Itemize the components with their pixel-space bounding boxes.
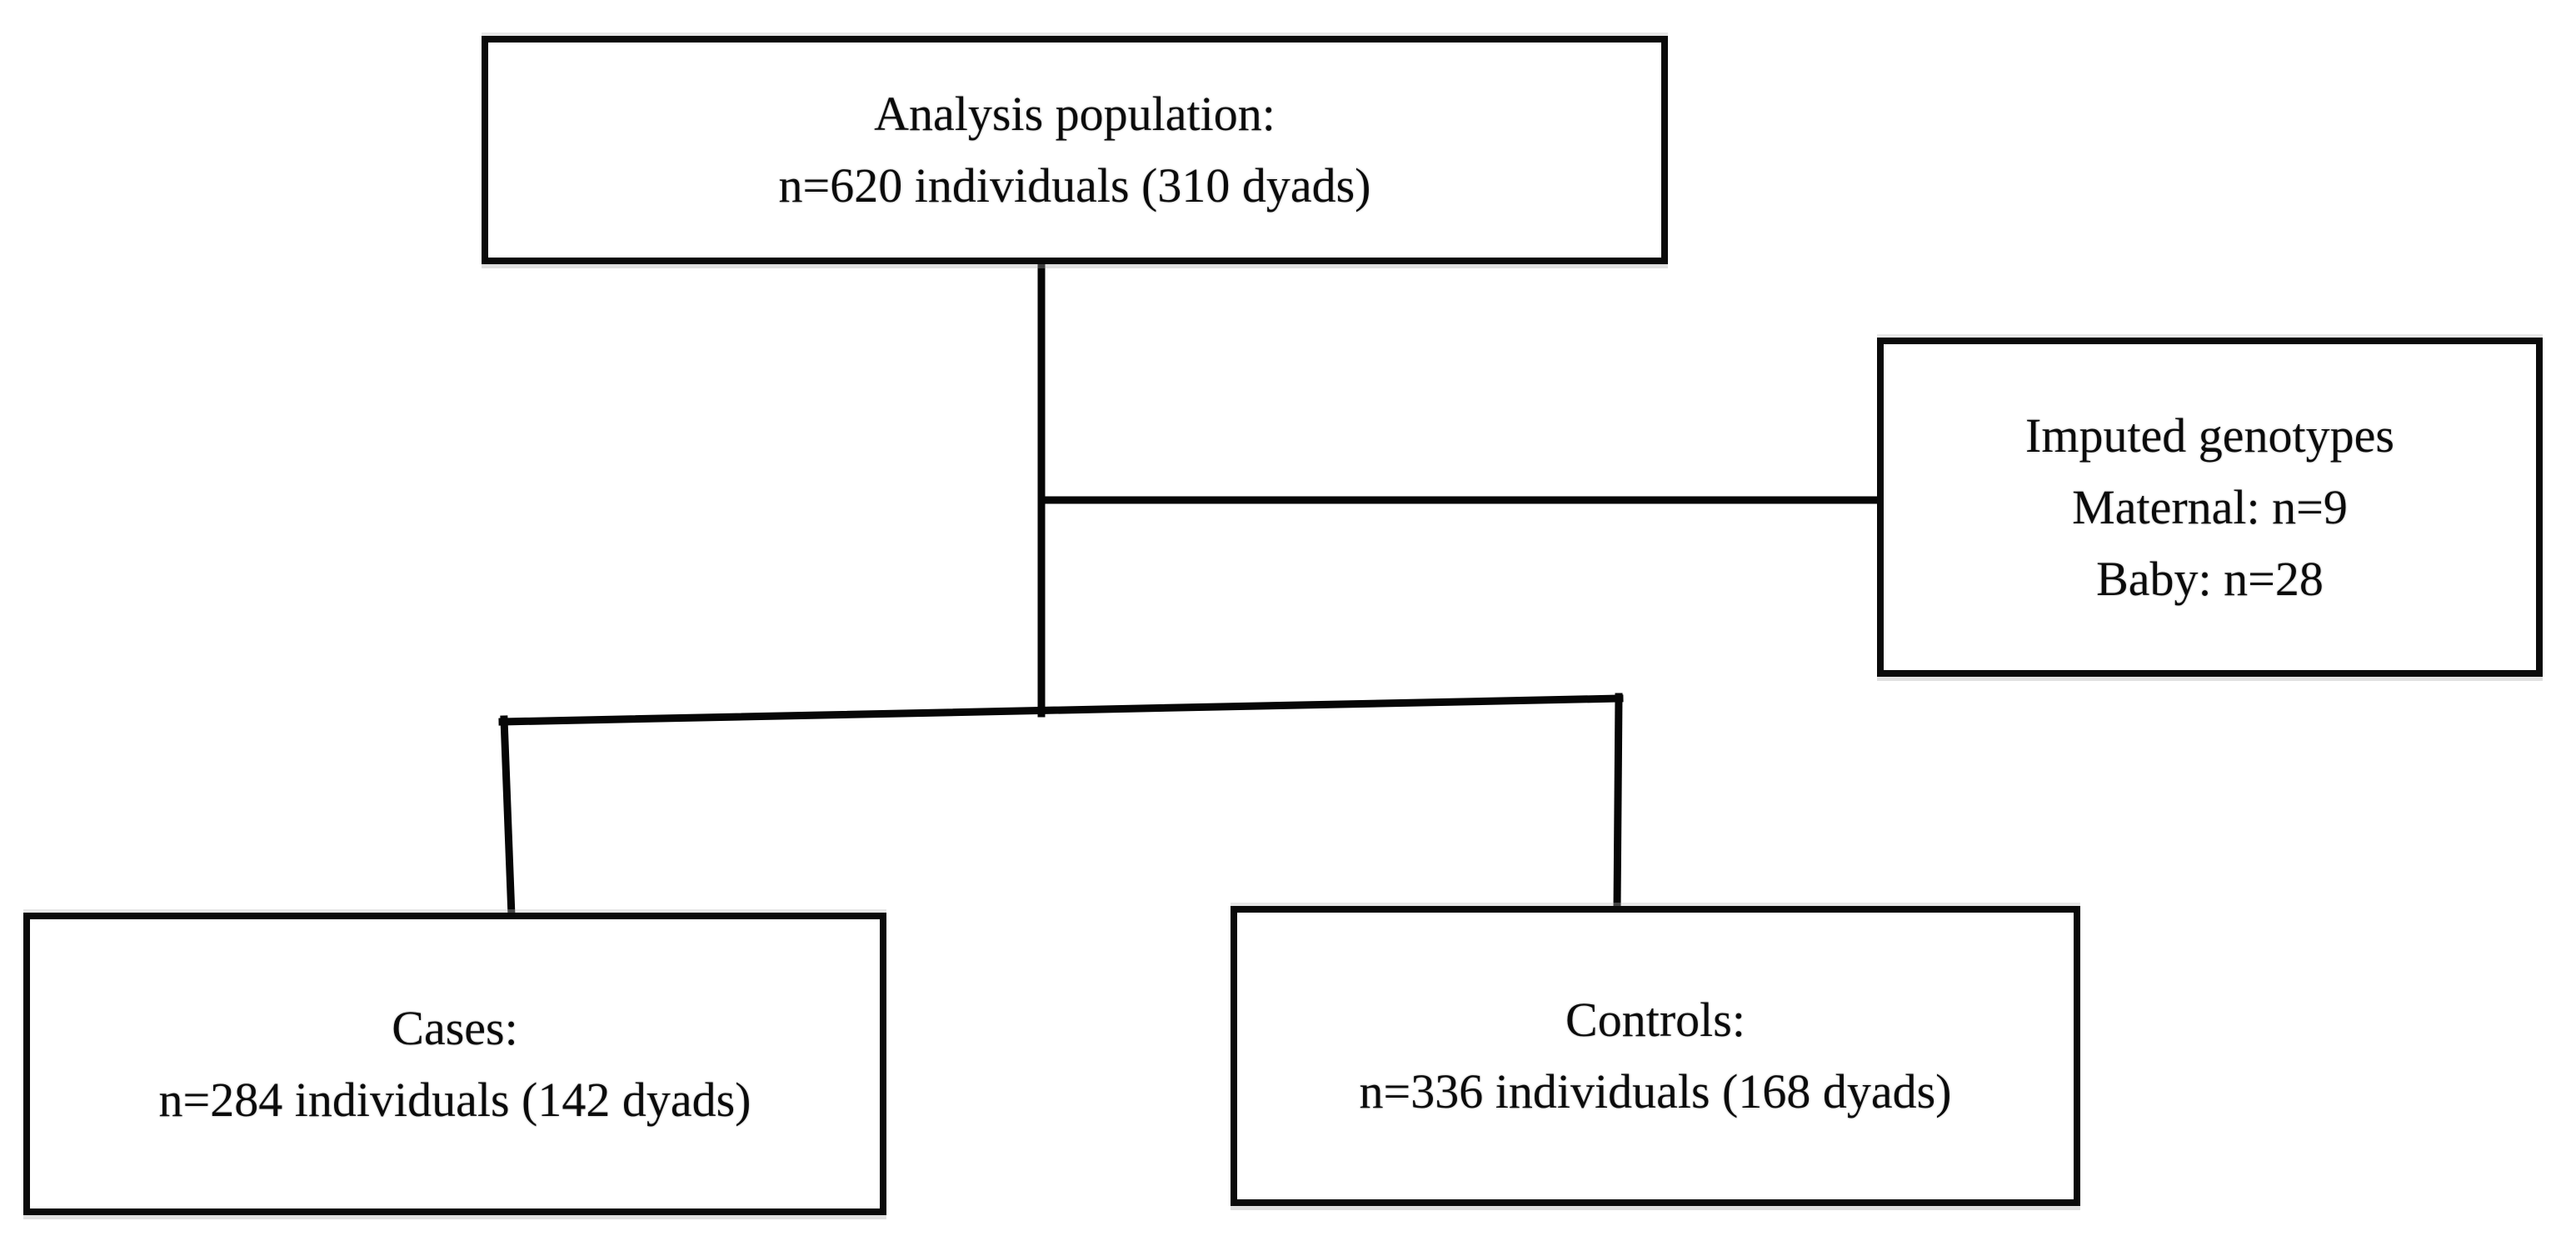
analysis-population-count: n=620 individuals (310 dyads) [778,158,1371,213]
analysis-population-title: Analysis population: [874,87,1276,141]
connector-branch-bar [498,694,1624,726]
imputed-genotypes-maternal-count: Maternal: n=9 [2072,479,2348,534]
connector-branch-to-cases [500,715,516,920]
cases-title: Cases: [392,1000,518,1055]
controls-title: Controls: [1565,993,1745,1047]
cases-count: n=284 individuals (142 dyads) [158,1072,751,1127]
node-imputed-genotypes: Imputed genotypes Maternal: n=9 Baby: n=… [1877,338,2543,677]
imputed-genotypes-baby-count: Baby: n=28 [2096,551,2324,606]
imputed-genotypes-title: Imputed genotypes [2025,408,2394,463]
node-cases: Cases: n=284 individuals (142 dyads) [23,913,886,1215]
controls-count: n=336 individuals (168 dyads) [1359,1064,1952,1118]
connector-branch-to-controls [1613,693,1623,913]
node-analysis-population: Analysis population: n=620 individuals (… [482,36,1668,264]
node-controls: Controls: n=336 individuals (168 dyads) [1231,906,2080,1206]
